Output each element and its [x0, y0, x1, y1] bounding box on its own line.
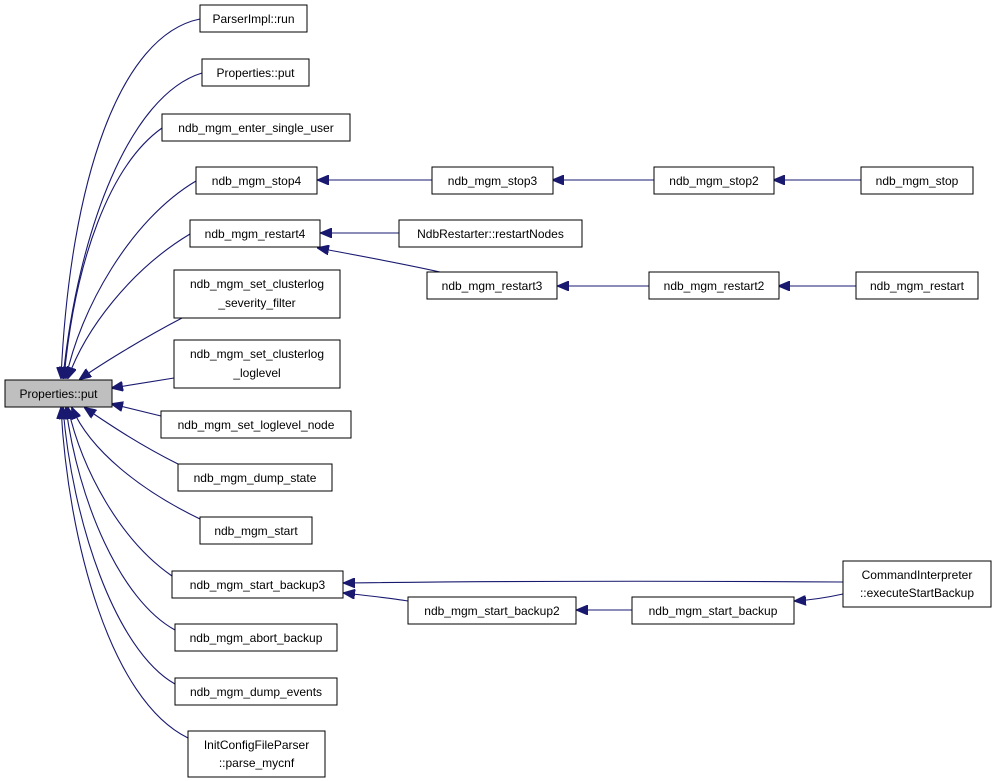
edge-n2-root	[63, 72, 203, 378]
node-n10-label: ndb_mgm_restart3	[442, 279, 543, 293]
node-n7-label: ndb_mgm_stop	[876, 174, 959, 188]
node-n18[interactable]: ndb_mgm_start_backup3	[171, 570, 344, 599]
edge-n10-n8	[318, 248, 441, 273]
node-n2[interactable]: Properties::put	[201, 58, 310, 87]
node-n7[interactable]: ndb_mgm_stop	[860, 166, 974, 195]
edge-n16-root	[85, 408, 179, 465]
node-root-label: Properties::put	[19, 387, 98, 401]
node-n13[interactable]: ndb_mgm_set_clusterlog _severity_filter	[173, 269, 341, 319]
node-n12[interactable]: ndb_mgm_restart	[855, 271, 979, 300]
node-n9-label: NdbRestarter::restartNodes	[417, 227, 564, 241]
edge-n24-root	[61, 408, 189, 739]
edge-n13-root	[80, 317, 183, 379]
node-n5-label: ndb_mgm_stop3	[448, 174, 538, 188]
node-n15[interactable]: ndb_mgm_set_loglevel_node	[160, 410, 352, 439]
node-n5[interactable]: ndb_mgm_stop3	[431, 166, 554, 195]
node-n15-label: ndb_mgm_set_loglevel_node	[178, 418, 335, 432]
node-n23-label: ndb_mgm_dump_events	[190, 685, 322, 699]
node-root[interactable]: Properties::put	[4, 379, 113, 408]
node-n24[interactable]: InitConfigFileParser ::parse_mycnf	[187, 730, 326, 778]
edge-n15-root	[112, 404, 162, 417]
node-n22-label: ndb_mgm_abort_backup	[190, 631, 323, 645]
node-n14-label-line1: ndb_mgm_set_clusterlog	[190, 347, 324, 361]
node-n10[interactable]: ndb_mgm_restart3	[426, 271, 558, 300]
edge-n17-root	[72, 408, 201, 520]
node-n13-label-line1: ndb_mgm_set_clusterlog	[190, 277, 324, 291]
edge-n21-n18	[344, 581, 844, 583]
node-n6-label: ndb_mgm_stop2	[669, 174, 759, 188]
edge-n8-root	[68, 233, 191, 378]
edge-n14-root	[112, 377, 175, 388]
edge-n3-root	[64, 127, 163, 378]
node-n8[interactable]: ndb_mgm_restart4	[189, 219, 321, 248]
edge-n18-root	[68, 408, 173, 577]
node-n18-label: ndb_mgm_start_backup3	[190, 578, 326, 592]
node-n17[interactable]: ndb_mgm_start	[199, 516, 313, 545]
node-n21-label-line1: CommandInterpreter	[862, 568, 973, 582]
node-n14[interactable]: ndb_mgm_set_clusterlog _loglevel	[173, 339, 341, 389]
edge-n22-root	[66, 408, 176, 631]
node-n1[interactable]: ParserImpl::run	[199, 4, 308, 33]
node-n24-label-line2: ::parse_mycnf	[219, 756, 295, 770]
node-n11[interactable]: ndb_mgm_restart2	[648, 271, 780, 300]
node-n13-label-line2: _severity_filter	[217, 296, 295, 310]
node-n16-label: ndb_mgm_dump_state	[194, 471, 317, 485]
node-n11-label: ndb_mgm_restart2	[664, 279, 765, 293]
node-n24-label-line1: InitConfigFileParser	[204, 738, 309, 752]
node-n21-label-line2: ::executeStartBackup	[860, 586, 974, 600]
node-n20[interactable]: ndb_mgm_start_backup	[631, 596, 795, 625]
edge-n19-n18	[344, 593, 409, 602]
node-n3-label: ndb_mgm_enter_single_user	[178, 121, 333, 135]
edge-n4-root	[66, 180, 197, 378]
node-n19[interactable]: ndb_mgm_start_backup2	[407, 596, 577, 625]
node-n8-label: ndb_mgm_restart4	[205, 227, 306, 241]
edge-n21-n20	[795, 593, 844, 601]
edge-n23-root	[63, 408, 176, 685]
node-n9[interactable]: NdbRestarter::restartNodes	[398, 219, 583, 248]
node-n4-label: ndb_mgm_stop4	[212, 174, 302, 188]
node-n17-label: ndb_mgm_start	[214, 524, 298, 538]
edge-n1-root	[61, 18, 201, 378]
node-n2-label: Properties::put	[216, 66, 295, 80]
node-n6[interactable]: ndb_mgm_stop2	[653, 166, 775, 195]
node-n21[interactable]: CommandInterpreter ::executeStartBackup	[842, 560, 992, 608]
node-n16[interactable]: ndb_mgm_dump_state	[177, 463, 333, 492]
node-n4[interactable]: ndb_mgm_stop4	[195, 166, 318, 195]
node-n20-label: ndb_mgm_start_backup	[649, 604, 778, 618]
node-n14-label-line2: _loglevel	[232, 366, 280, 380]
node-n3[interactable]: ndb_mgm_enter_single_user	[161, 113, 351, 142]
node-n1-label: ParserImpl::run	[212, 12, 294, 26]
node-n22[interactable]: ndb_mgm_abort_backup	[174, 623, 338, 652]
node-n23[interactable]: ndb_mgm_dump_events	[174, 677, 338, 706]
node-n19-label: ndb_mgm_start_backup2	[424, 604, 560, 618]
node-n12-label: ndb_mgm_restart	[870, 279, 965, 293]
